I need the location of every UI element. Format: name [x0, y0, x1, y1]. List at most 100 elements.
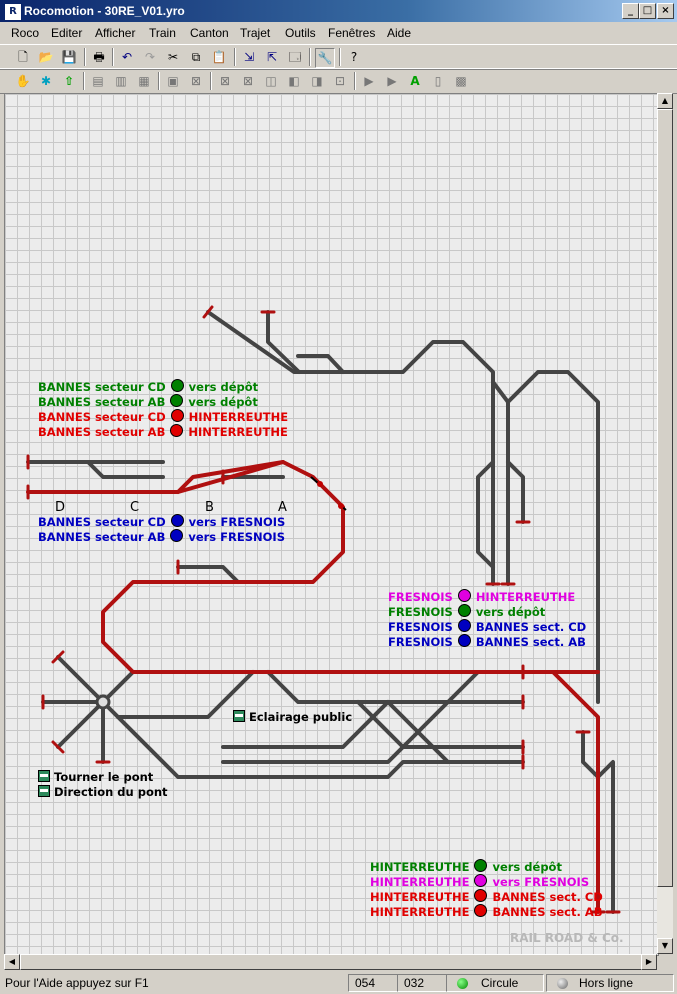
- route-to: HINTERREUTHE: [188, 410, 289, 424]
- route-to: vers dépôt: [492, 860, 562, 874]
- copy-icon[interactable]: ⧉: [191, 50, 201, 64]
- redo-icon[interactable]: ↷: [144, 50, 156, 64]
- help-icon[interactable]: ?: [350, 50, 358, 64]
- menu-train[interactable]: Train: [149, 26, 176, 40]
- import-icon[interactable]: ⇲: [243, 50, 255, 64]
- print-icon[interactable]: 🖶: [93, 50, 105, 64]
- turn-bridge-button[interactable]: Tourner le pont: [38, 770, 153, 784]
- menu-aide[interactable]: Aide: [387, 26, 412, 40]
- route-icon: [457, 589, 471, 602]
- route-to: vers FRESNOIS: [188, 515, 286, 529]
- signal-icon[interactable]: [338, 503, 347, 511]
- signal-tool-icon[interactable]: ▶: [387, 74, 397, 88]
- text-tool-icon[interactable]: A: [410, 74, 420, 88]
- switch-icon: [38, 785, 50, 797]
- route-icon: [170, 424, 184, 437]
- menu-outils[interactable]: Outils: [285, 26, 316, 40]
- route-from: BANNES secteur AB: [38, 395, 166, 409]
- paste-icon[interactable]: 📋: [211, 50, 227, 64]
- save-icon[interactable]: 💾: [61, 50, 77, 64]
- track-tool-icon[interactable]: ▣: [167, 74, 179, 88]
- bridge-direction-button[interactable]: Direction du pont: [38, 785, 168, 799]
- scroll-right-icon[interactable]: ▶: [641, 954, 657, 970]
- minimize-button[interactable]: _: [622, 3, 639, 19]
- route-button[interactable]: BANNES secteur AB vers dépôt: [38, 394, 258, 409]
- track-tool-icon[interactable]: ▤: [92, 74, 104, 88]
- track-plan[interactable]: RAIL ROAD & Co.: [5, 94, 658, 955]
- route-icon: [170, 409, 184, 422]
- track-tool-icon[interactable]: ⊠: [219, 74, 231, 88]
- route-to: BANNES sect. CD: [492, 890, 603, 904]
- signal-icon[interactable]: [310, 476, 323, 487]
- track-tool-icon[interactable]: ⊡: [334, 74, 346, 88]
- route-from: FRESNOIS: [388, 605, 453, 619]
- track-tool-icon[interactable]: ▦: [138, 74, 150, 88]
- green-led-icon: [457, 978, 468, 989]
- export-icon[interactable]: ⇱: [266, 50, 278, 64]
- track-tool-icon[interactable]: ▥: [115, 74, 127, 88]
- vertical-scrollbar[interactable]: ▲ ▼: [657, 93, 673, 954]
- route-from: BANNES secteur CD: [38, 380, 166, 394]
- new-icon[interactable]: 🗋: [18, 50, 28, 64]
- route-icon: [170, 394, 184, 407]
- layout-canvas[interactable]: RAIL ROAD & Co. D C B A BANNES secteur C…: [4, 93, 659, 956]
- route-button[interactable]: HINTERREUTHE BANNES sect. AB: [370, 904, 603, 919]
- cut-icon[interactable]: ✂: [167, 50, 179, 64]
- route-icon: [474, 859, 488, 872]
- route-from: BANNES secteur AB: [38, 530, 166, 544]
- horizontal-scroll-thumb[interactable]: [20, 954, 642, 970]
- decoder-tool-icon[interactable]: ▯: [434, 74, 442, 88]
- route-button[interactable]: BANNES secteur CD vers dépôt: [38, 379, 258, 394]
- scroll-up-icon[interactable]: ▲: [657, 93, 673, 109]
- properties-icon[interactable]: 🗔: [288, 50, 302, 64]
- menu-afficher[interactable]: Afficher: [95, 26, 136, 40]
- route-to: HINTERREUTHE: [188, 425, 288, 439]
- route-from: HINTERREUTHE: [370, 905, 470, 919]
- route-to: BANNES sect. AB: [492, 905, 603, 919]
- track-tool-icon[interactable]: ◨: [311, 74, 323, 88]
- track-tool-icon[interactable]: ◫: [265, 74, 277, 88]
- track-tool-icon[interactable]: ⊠: [242, 74, 254, 88]
- stop-hand-icon[interactable]: ✋: [15, 74, 31, 88]
- menu-editer[interactable]: Editer: [51, 26, 83, 40]
- scroll-down-icon[interactable]: ▼: [657, 938, 673, 954]
- undo-icon[interactable]: ↶: [121, 50, 133, 64]
- switch-icon: [233, 710, 245, 722]
- menu-canton[interactable]: Canton: [190, 26, 229, 40]
- decoder-tool-icon[interactable]: ▩: [455, 74, 467, 88]
- horizontal-scrollbar[interactable]: ◀ ▶: [4, 954, 657, 970]
- route-from: HINTERREUTHE: [370, 890, 470, 904]
- route-to: vers dépôt: [188, 380, 259, 394]
- open-icon[interactable]: 📂: [38, 50, 54, 64]
- emergency-icon[interactable]: ✱: [40, 74, 52, 88]
- route-to: vers dépôt: [188, 395, 258, 409]
- close-button[interactable]: ×: [657, 3, 674, 19]
- go-arrow-icon[interactable]: ⇧: [63, 74, 75, 88]
- scroll-left-icon[interactable]: ◀: [4, 954, 20, 970]
- track-tool-icon[interactable]: ◧: [288, 74, 300, 88]
- vertical-scroll-thumb[interactable]: [657, 109, 673, 887]
- route-button[interactable]: HINTERREUTHE BANNES sect. CD: [370, 889, 603, 904]
- track-tool-icon[interactable]: ⊠: [190, 74, 202, 88]
- track-label-d: D: [55, 500, 66, 515]
- window-title: Rocomotion - 30RE_V01.yro: [24, 4, 185, 18]
- menu-trajet[interactable]: Trajet: [240, 26, 271, 40]
- menu-roco[interactable]: Roco: [11, 26, 40, 40]
- signal-tool-icon[interactable]: ▶: [364, 74, 374, 88]
- status-connection: Hors ligne: [546, 974, 674, 992]
- tools-icon[interactable]: 🔧: [315, 48, 335, 68]
- menu-fenetres[interactable]: Fenêtres: [328, 26, 376, 40]
- lighting-button[interactable]: Eclairage public: [233, 710, 352, 724]
- maximize-button[interactable]: □: [639, 3, 656, 19]
- status-bar: Pour l'Aide appuyez sur F1 054 032 Circu…: [0, 972, 677, 994]
